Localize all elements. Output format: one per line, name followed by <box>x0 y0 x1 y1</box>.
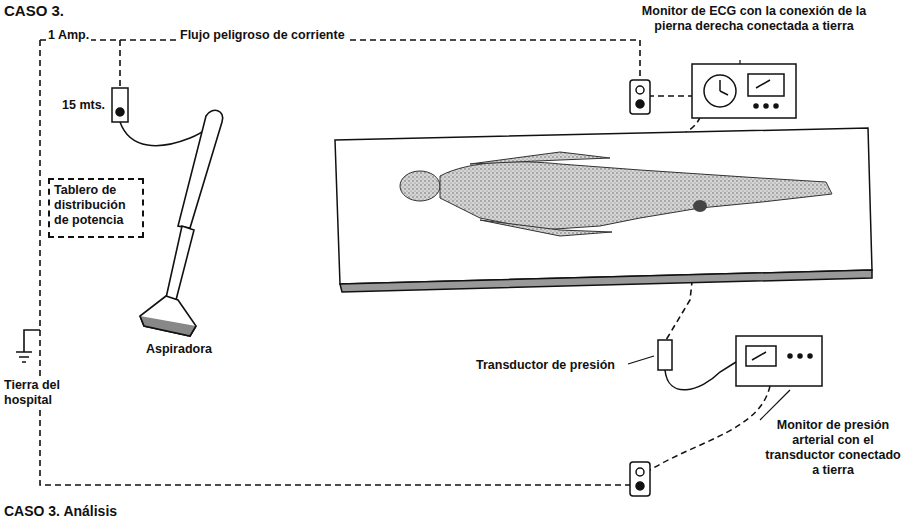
label: Monitor de ECG con la conexión de la pie… <box>636 4 872 34</box>
ecg-monitor <box>692 64 796 118</box>
monitor-ground-cable <box>650 386 770 470</box>
outlet-bottom <box>630 462 650 496</box>
label: Aspiradora <box>146 342 212 357</box>
leader-line <box>628 356 654 364</box>
leader-line <box>760 390 790 420</box>
outlet-top <box>630 80 650 114</box>
current-path-plug <box>119 40 121 88</box>
bed <box>335 128 872 292</box>
current-path-ecg <box>648 95 692 97</box>
plug <box>112 88 128 122</box>
leader-line <box>739 60 740 64</box>
distribution-panel-box: Tablero de distribución de potencia <box>48 178 144 238</box>
diagram-title: CASO 3. <box>4 2 64 20</box>
label: 1 Amp. <box>46 28 91 43</box>
caption: CASO 3. Análisis <box>4 503 117 520</box>
label: 15 mts. <box>62 98 105 113</box>
current-path-top <box>40 40 640 82</box>
box-text: Tablero de distribución de potencia <box>54 183 138 228</box>
label: Tierra del hospital <box>2 378 70 408</box>
label: Flujo peligroso de corriente <box>178 28 347 43</box>
label: Transductor de presión <box>476 358 626 373</box>
vacuum-cleaner <box>140 110 223 336</box>
transducer-cable <box>665 362 736 390</box>
heart <box>693 200 707 212</box>
ground-symbol <box>16 330 40 362</box>
patient <box>400 152 832 236</box>
pressure-transducer <box>658 340 672 370</box>
label: Monitor de presión arterial con el trans… <box>764 418 902 478</box>
pressure-monitor <box>736 336 822 386</box>
